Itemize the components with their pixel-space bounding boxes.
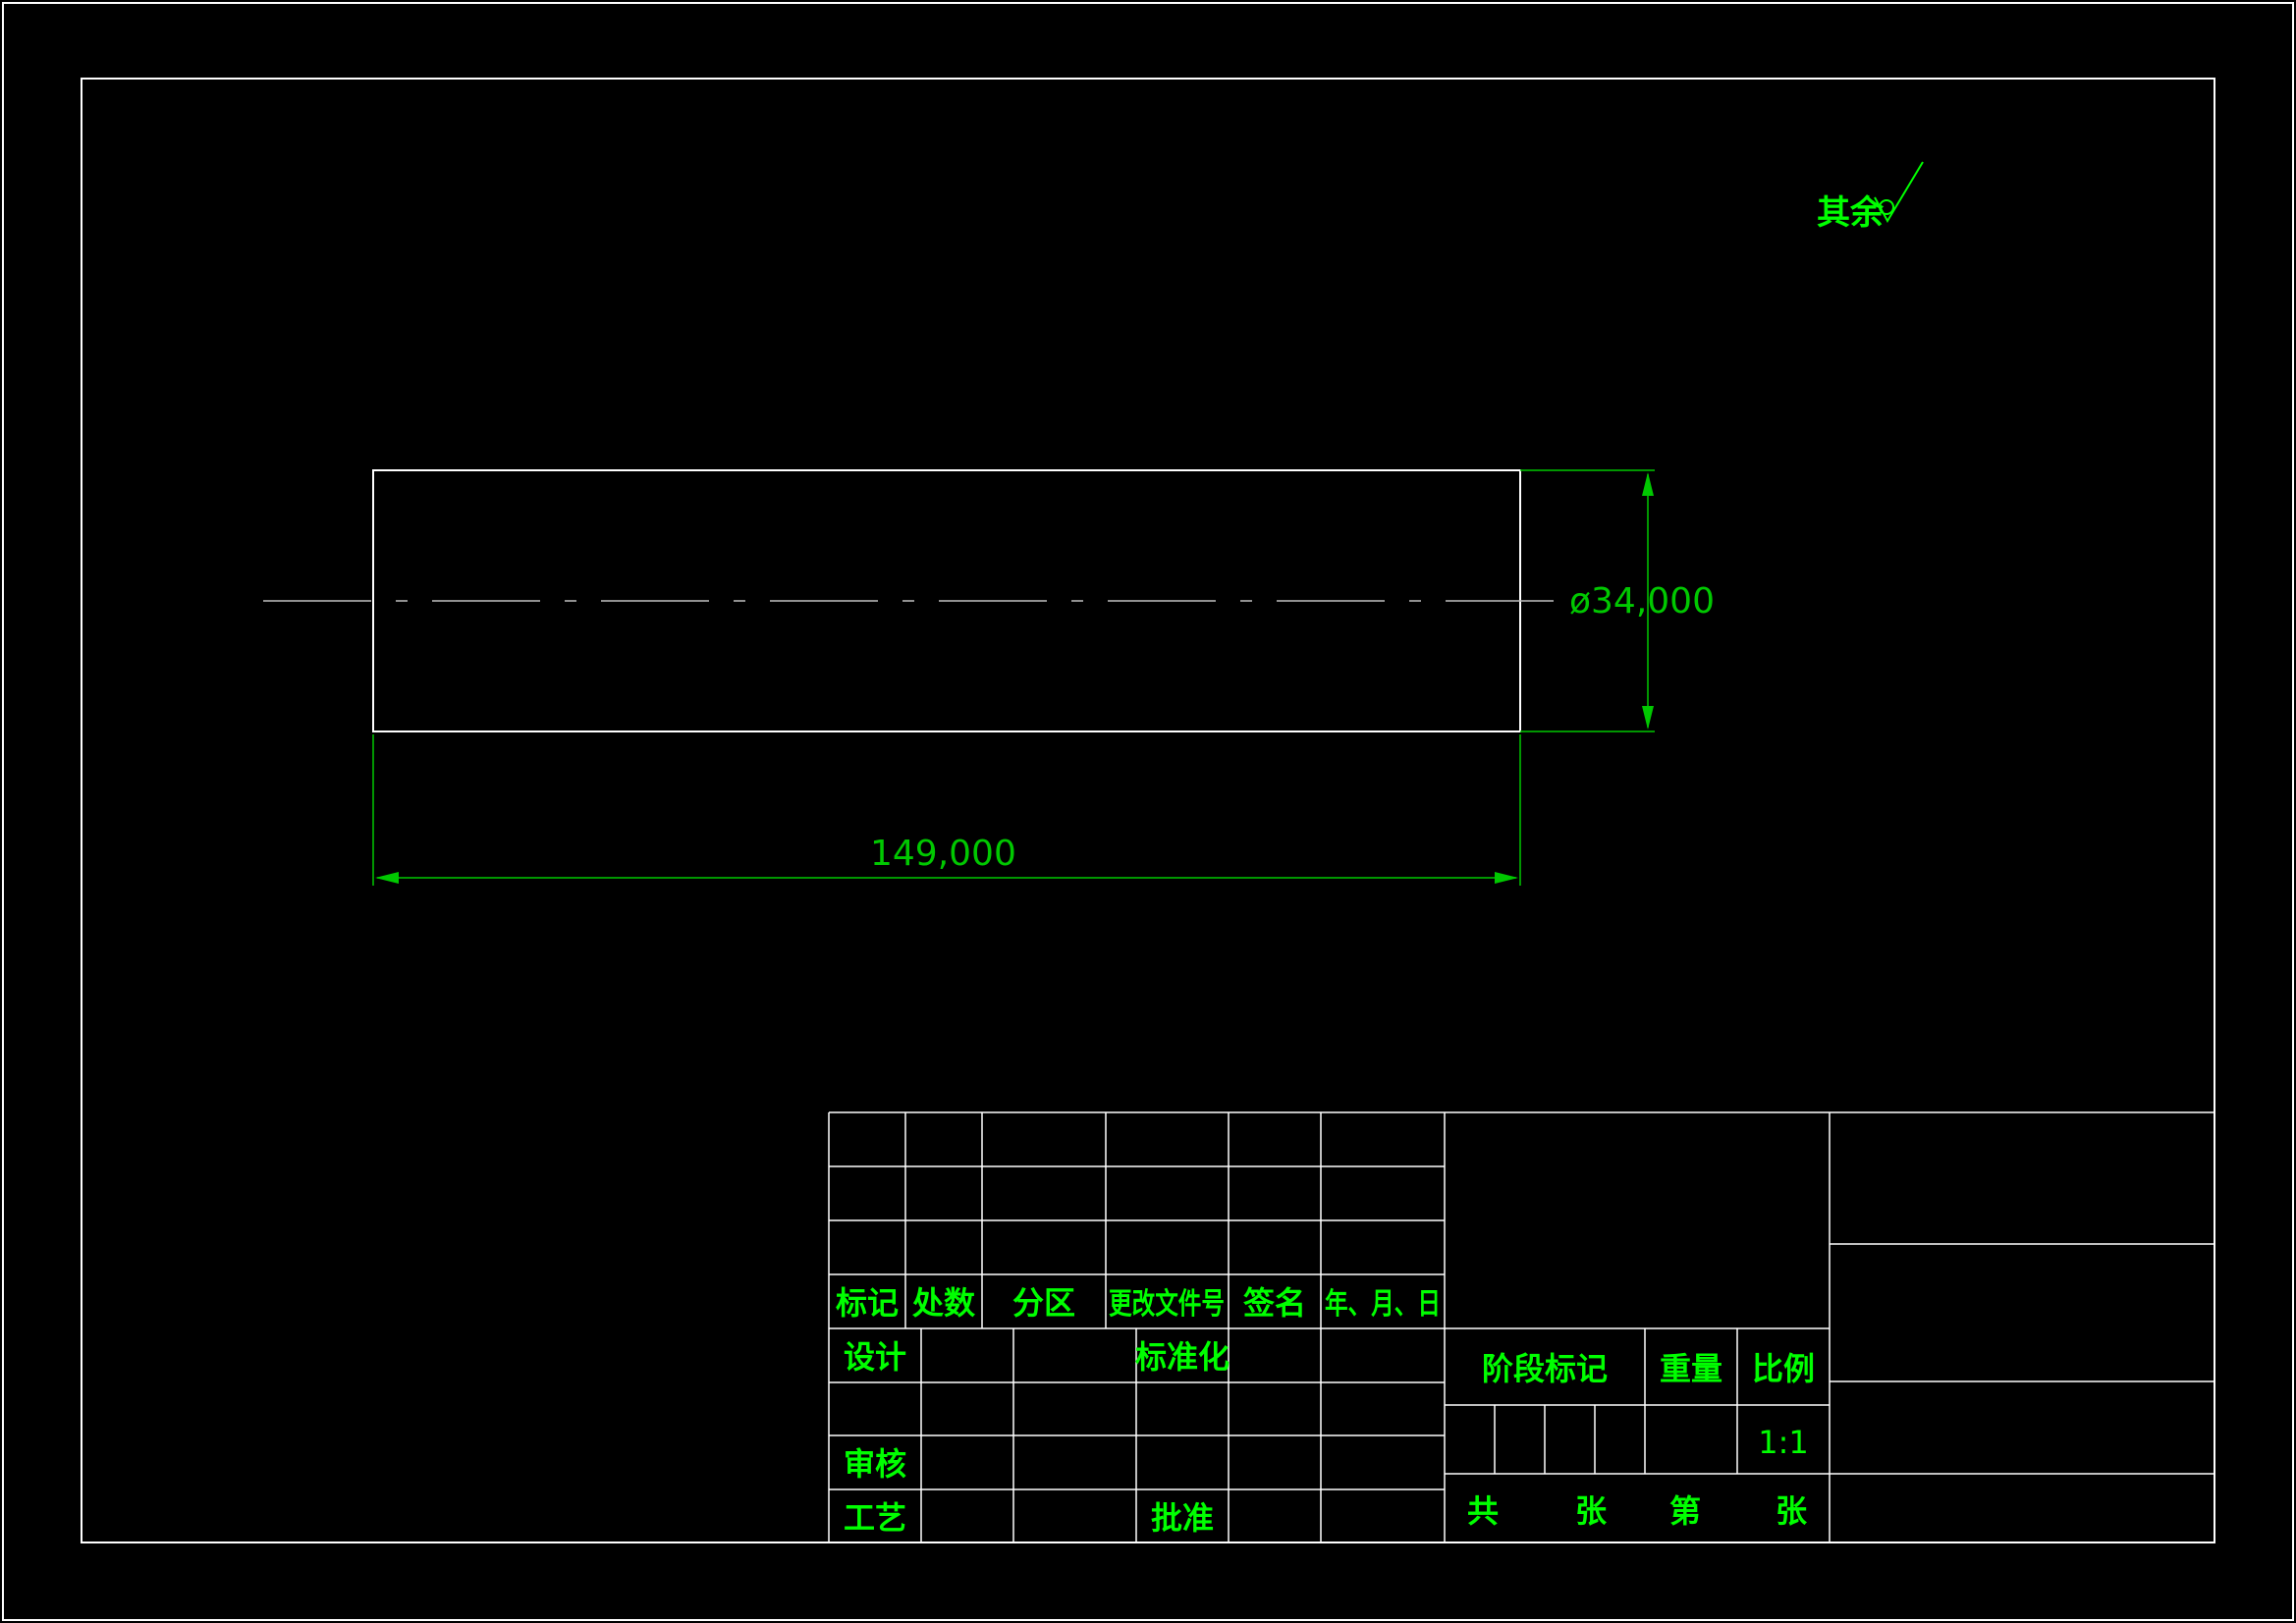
approve-label: 批准 bbox=[1151, 1499, 1214, 1537]
header-mark: 标记 bbox=[836, 1284, 899, 1322]
length-label: 149,000 bbox=[870, 834, 1016, 874]
inner-frame bbox=[81, 78, 2215, 1543]
weight-label: 重量 bbox=[1660, 1350, 1722, 1387]
header-signature: 签名 bbox=[1243, 1284, 1306, 1322]
diameter-label: ø34,000 bbox=[1569, 581, 1715, 622]
diameter-dimension: ø34,000 bbox=[1520, 469, 1715, 732]
sheet-label-2: 张 bbox=[1776, 1492, 1807, 1530]
review-label: 审核 bbox=[844, 1445, 906, 1483]
header-count: 处数 bbox=[911, 1284, 976, 1322]
arrow-right-icon bbox=[1495, 872, 1518, 884]
surface-finish-symbol-icon bbox=[1874, 161, 1924, 224]
length-dimension: 149,000 bbox=[372, 734, 1521, 886]
header-change-doc: 更改文件号 bbox=[1109, 1287, 1225, 1322]
design-label: 设计 bbox=[844, 1338, 906, 1376]
title-block: 标记 处数 分区 更改文件号 签名 年、月、日 设计 标准化 审核 工艺 批准 … bbox=[828, 1111, 2214, 1542]
surface-finish-label: 其余 bbox=[1817, 193, 1885, 233]
standardization-label: 标准化 bbox=[1135, 1338, 1230, 1376]
scale-label: 比例 bbox=[1752, 1350, 1815, 1387]
arrow-down-icon bbox=[1642, 706, 1654, 730]
sheet-label: 张 bbox=[1575, 1492, 1607, 1530]
arrow-up-icon bbox=[1642, 472, 1654, 496]
header-date: 年、月、日 bbox=[1325, 1287, 1441, 1322]
process-label: 工艺 bbox=[844, 1499, 906, 1537]
title-block-grid bbox=[828, 1111, 2214, 1542]
total-label: 共 bbox=[1467, 1492, 1499, 1530]
surface-finish-note: 其余 bbox=[1817, 161, 1924, 233]
arrow-left-icon bbox=[375, 872, 399, 884]
number-label: 第 bbox=[1669, 1492, 1701, 1530]
header-zone: 分区 bbox=[1012, 1284, 1075, 1322]
stage-mark-label: 阶段标记 bbox=[1482, 1350, 1608, 1387]
scale-value: 1:1 bbox=[1758, 1424, 1809, 1461]
